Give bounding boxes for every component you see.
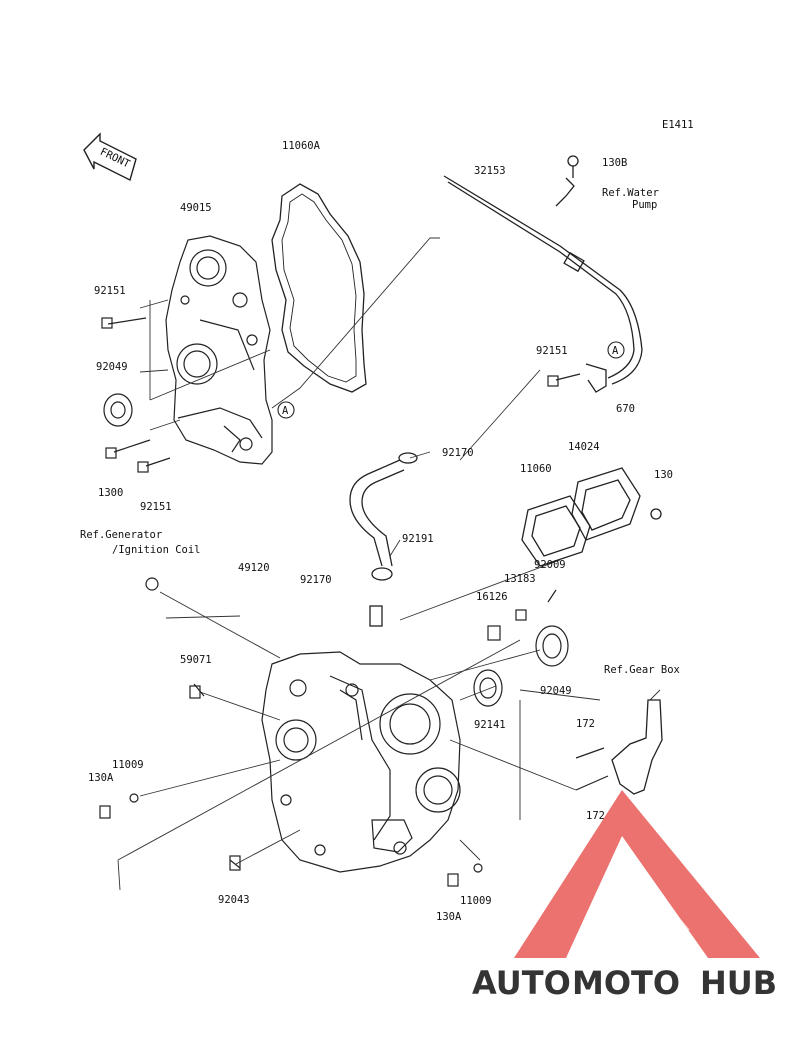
label-49015: 49015 [180, 202, 212, 214]
label-ref-gen-2: /Ignition Coil [112, 544, 201, 556]
breather-hose-92191 [349, 452, 418, 627]
hardware-small-parts [99, 317, 609, 887]
label-92151-a: 92151 [94, 285, 126, 297]
label-11060: 11060 [520, 463, 552, 475]
label-92009: 92009 [534, 559, 566, 571]
label-32153: 32153 [474, 165, 506, 177]
label-14024: 14024 [568, 441, 600, 453]
label-92141: 92141 [474, 719, 506, 731]
label-92043: 92043 [218, 894, 250, 906]
gearbox-bracket [611, 699, 663, 795]
label-92170-a: 92170 [442, 447, 474, 459]
svg-text:A: A [282, 405, 289, 417]
label-130: 130 [654, 469, 673, 481]
label-59071: 59071 [180, 654, 212, 666]
label-92151-b: 92151 [140, 501, 172, 513]
gear-cover-49015 [165, 235, 273, 465]
label-92191: 92191 [402, 533, 434, 545]
label-92170-b: 92170 [300, 574, 332, 586]
label-ref-water-2: Pump [632, 199, 657, 211]
label-16126: 16126 [476, 591, 508, 603]
label-49120: 49120 [238, 562, 270, 574]
automotohub-logo: AUTO MOTO HUB [472, 790, 777, 1002]
label-13183: 13183 [504, 573, 536, 585]
crankcase-cover-49120 [261, 651, 461, 873]
label-11009-b: 11009 [460, 895, 492, 907]
callout-a-2: A [607, 341, 625, 359]
label-1300: 1300 [98, 487, 123, 499]
label-11009-a: 11009 [112, 759, 144, 771]
label-130b: 130B [602, 157, 627, 169]
breather-cover-14024 [521, 467, 662, 567]
svg-text:AUTO: AUTO [472, 964, 571, 1002]
diagram-code: E1411 [662, 119, 694, 131]
label-11060a: 11060A [282, 140, 321, 152]
label-ref-gear: Ref.Gear Box [604, 664, 680, 676]
callout-a-1: A [277, 401, 295, 419]
label-130a-a: 130A [88, 772, 114, 784]
svg-text:HUB: HUB [700, 964, 777, 1002]
label-ref-water-1: Ref.Water [602, 187, 659, 199]
leader-lines [117, 237, 661, 891]
front-arrow-icon: FRONT [83, 132, 137, 182]
label-130a-b: 130A [436, 911, 462, 923]
label-92049-a: 92049 [96, 361, 128, 373]
label-172-a: 172 [576, 718, 595, 730]
label-92049-b: 92049 [540, 685, 572, 697]
gasket-11060a [271, 183, 367, 393]
label-670: 670 [616, 403, 635, 415]
svg-text:A: A [612, 345, 619, 357]
label-172-b: 172 [586, 810, 605, 822]
dipstick-tube-32153 [443, 155, 643, 393]
label-ref-gen-1: Ref.Generator [80, 529, 162, 541]
label-92151-c: 92151 [536, 345, 568, 357]
svg-text:MOTO: MOTO [572, 964, 680, 1002]
